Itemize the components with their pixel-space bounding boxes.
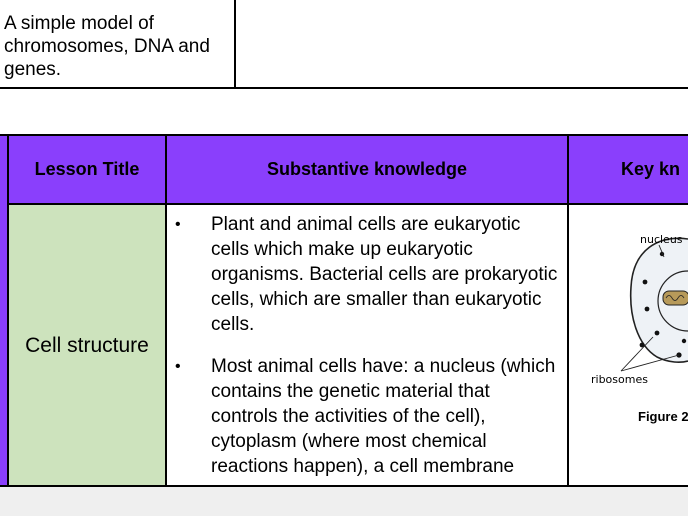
lesson-table: Lesson Title Substantive knowledge Key k… (0, 134, 688, 487)
knowledge-bullet: • Most animal cells have: a nucleus (whi… (167, 354, 567, 479)
nucleus-pointer (658, 244, 665, 258)
page-gap (0, 487, 688, 516)
knowledge-bullet: • Plant and animal cells are eukaryotic … (167, 212, 567, 337)
ribosomes-pointer-2 (620, 354, 680, 372)
bullet-text: Plant and animal cells are eukaryotic ce… (211, 214, 558, 335)
nucleus-label: nucleus (640, 233, 683, 246)
lesson-title-text: Cell structure (25, 334, 149, 357)
header-substantive-knowledge: Substantive knowledge (167, 136, 569, 205)
figure-caption: Figure 2 (638, 409, 688, 424)
mitochondrion-shape (662, 290, 688, 306)
header-lesson-title: Lesson Title (9, 136, 167, 205)
previous-table-cell: A simple model of chromosomes, DNA and g… (0, 0, 236, 89)
header-key-knowledge: Key kn (569, 136, 688, 205)
ribosomes-label: ribosomes (591, 373, 648, 386)
ribosome-dot (654, 330, 660, 336)
ribosome-dot (644, 306, 650, 312)
table-bottom-border (0, 485, 688, 487)
cell-membrane-shape (629, 237, 688, 363)
lesson-title-cell: Cell structure (9, 205, 167, 487)
ribosome-dot (642, 279, 648, 285)
ribosomes-pointer-1 (620, 336, 654, 372)
bullet-text: Most animal cells have: a nucleus (which… (211, 356, 556, 477)
bullet-dot: • (175, 216, 181, 233)
nucleus-shape (657, 270, 688, 332)
animal-cell-diagram: nucleus ribosomes Figure 2 (591, 233, 688, 424)
knowledge-cell: • Plant and animal cells are eukaryotic … (167, 205, 569, 487)
ribosome-dot (681, 338, 687, 344)
left-column-strip (0, 136, 9, 487)
bullet-dot: • (175, 358, 181, 375)
ribosome-dot (676, 352, 682, 358)
key-knowledge-cell: nucleus ribosomes Figure 2 (569, 205, 688, 487)
ribosome-dot (639, 342, 645, 348)
previous-cell-text: A simple model of chromosomes, DNA and g… (4, 13, 210, 80)
previous-table-border (236, 87, 688, 89)
